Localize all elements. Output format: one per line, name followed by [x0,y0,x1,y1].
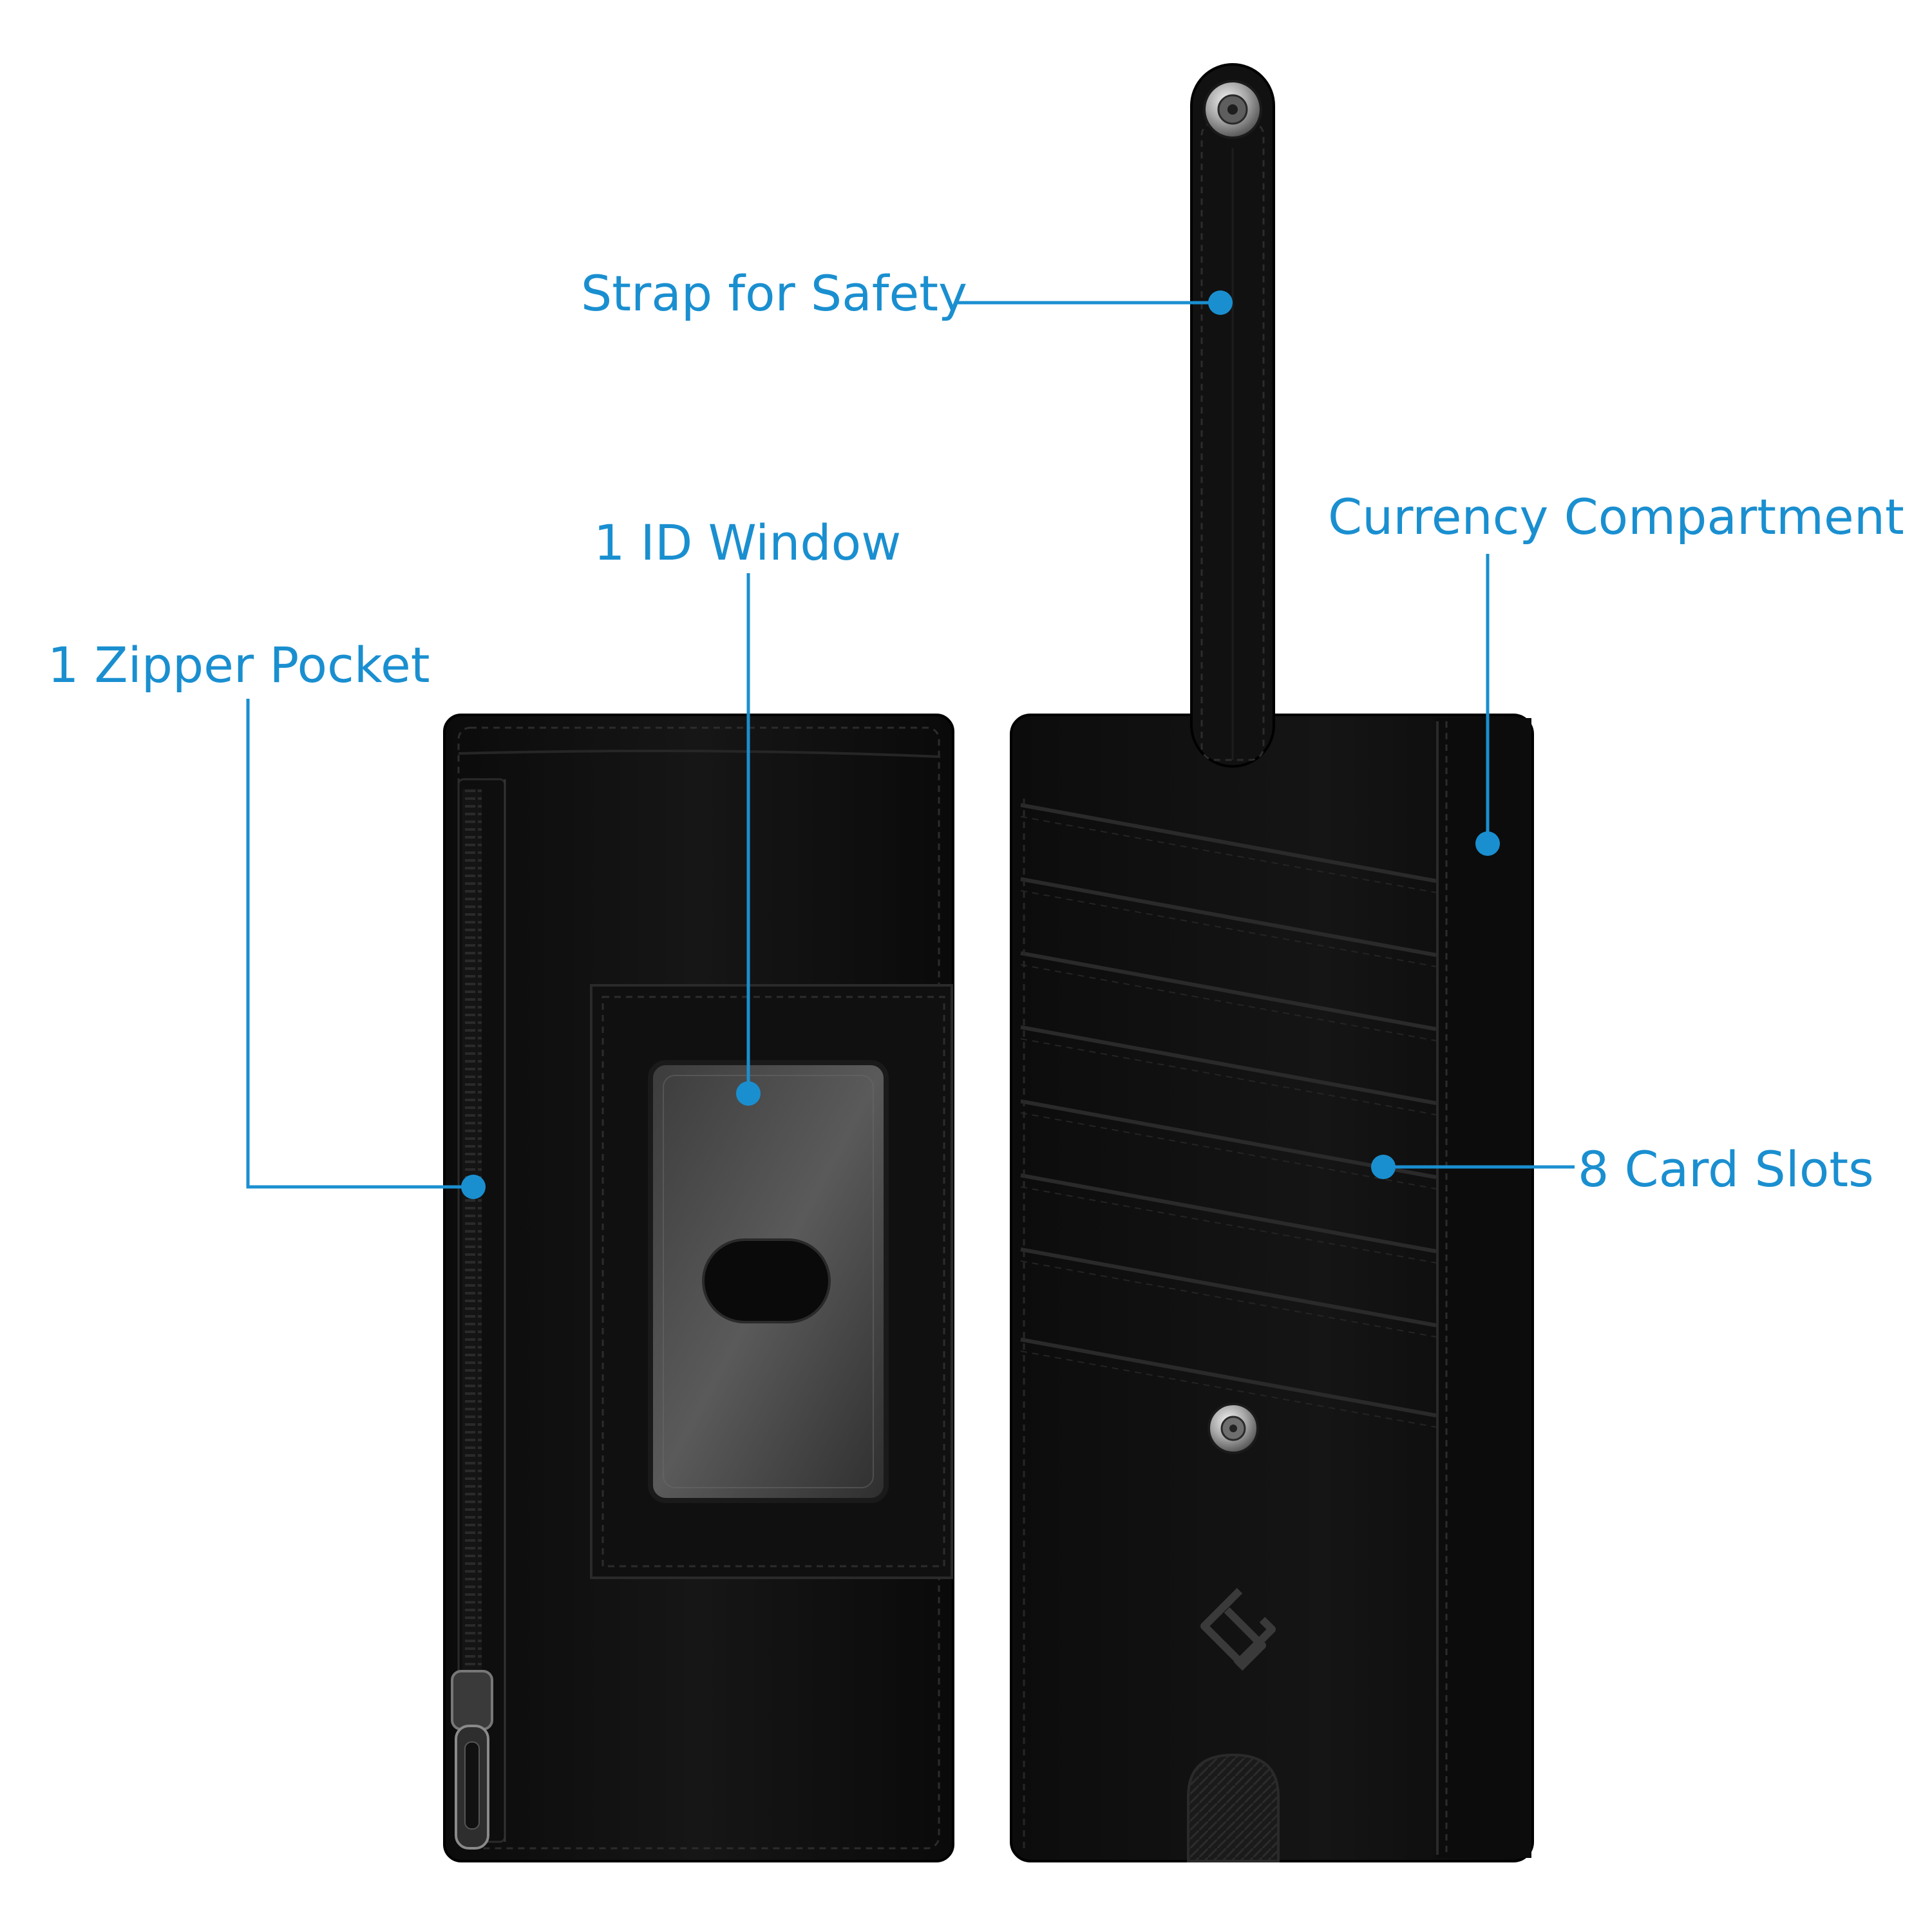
card-slot[interactable] [1020,1099,1437,1179]
left-wallet [443,714,954,1862]
card-slot[interactable] [1020,1025,1437,1105]
card-slot[interactable] [1020,1173,1437,1253]
card-slots [1020,799,1437,1848]
fintie-logo-icon [1200,1587,1276,1671]
right-wallet [1010,714,1534,1862]
zipper-callout-label: 1 Zipper Pocket [48,636,430,694]
card-slot[interactable] [1020,877,1437,957]
card-slot[interactable] [1020,1247,1437,1327]
currency-compartment[interactable] [1436,718,1531,1858]
strap-callout-dot [1208,290,1233,315]
zipper-pocket [451,778,506,1850]
id-window-callout-dot [736,1081,761,1106]
strap-snap-icon[interactable] [1203,80,1262,139]
currency-callout-dot [1475,831,1500,856]
zipper-teeth [462,789,482,1832]
zipper-leader-line [246,699,473,1189]
card-slot[interactable] [1020,1338,1437,1417]
zipper-callout-dot [461,1175,486,1199]
strap-callout-label: Strap for Safety [581,265,968,322]
card-slots-callout-dot [1371,1155,1396,1179]
id-window-panel [590,984,953,1579]
id-thumb-cutout [702,1238,831,1323]
id-window-callout-label: 1 ID Window [594,514,902,571]
currency-callout-label: Currency Compartment [1328,488,1904,545]
zipper-pull-icon[interactable] [451,1670,493,1850]
card-slots-callout-label: 8 Card Slots [1578,1141,1874,1198]
snap-button-icon[interactable] [1208,1403,1259,1454]
card-slot[interactable] [1020,951,1437,1031]
card-slot[interactable] [1020,803,1437,883]
pull-tab-notch[interactable] [1187,1753,1280,1862]
safety-strap[interactable] [1190,63,1275,768]
